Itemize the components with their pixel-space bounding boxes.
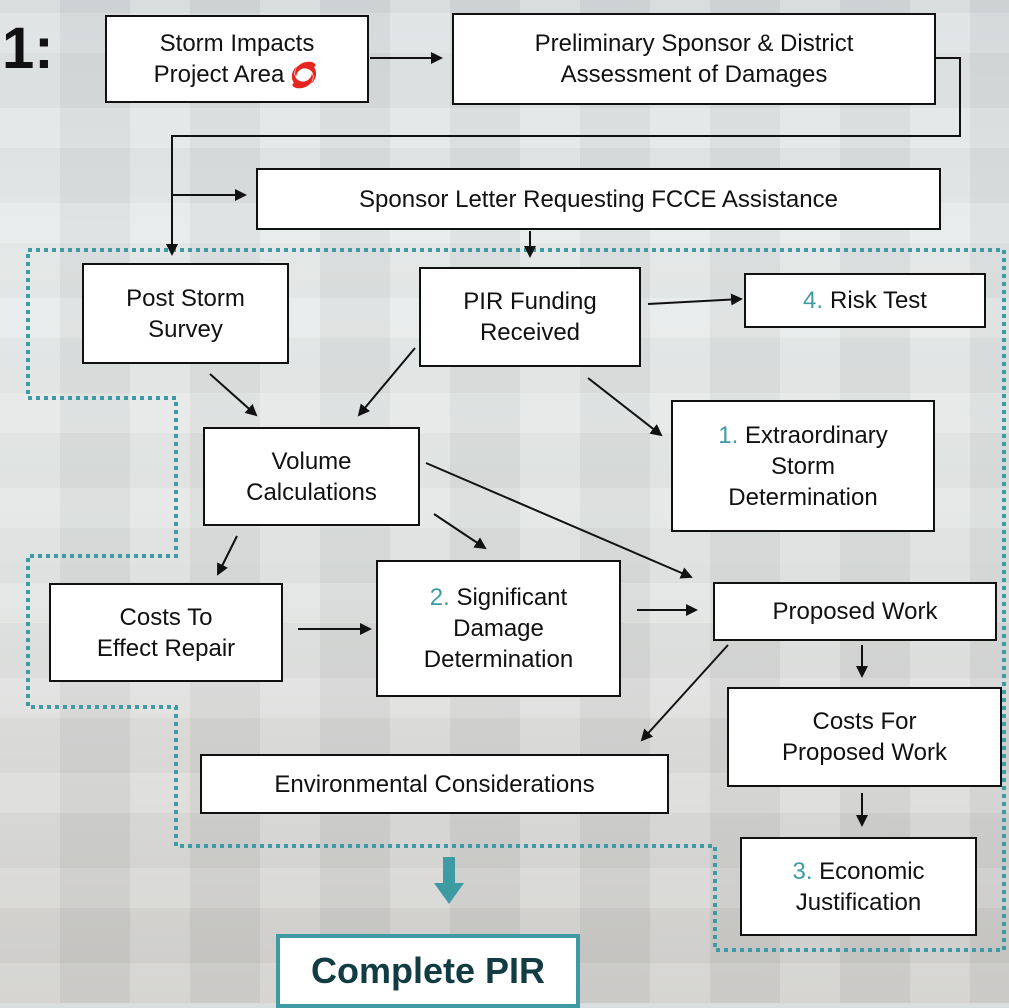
hurricane-icon bbox=[292, 61, 317, 88]
arrow-pir-to-extraordinary bbox=[587, 377, 663, 437]
arrow-pir-to-volume bbox=[357, 347, 416, 417]
arrow-volume-to-significant bbox=[433, 513, 487, 550]
node-preliminary-assessment: Preliminary Sponsor & District Assessmen… bbox=[452, 13, 936, 105]
arrow-proposed-to-environmental bbox=[640, 644, 729, 742]
node-significant-damage: 2. Significant Damage Determination bbox=[376, 560, 621, 697]
pir-funding-line1: PIR Funding bbox=[463, 288, 597, 315]
storm-impacts-line2-row: Project Area bbox=[154, 59, 321, 91]
arrow-volume-to-costs-repair bbox=[217, 535, 238, 576]
costs-repair-line1: Costs To bbox=[119, 603, 213, 631]
significant-line2: Damage bbox=[453, 615, 544, 642]
extraordinary-line1-row: 1. Extraordinary bbox=[718, 420, 887, 451]
node-sponsor-letter: Sponsor Letter Requesting FCCE Assistanc… bbox=[256, 168, 941, 230]
proposed-work-text: Proposed Work bbox=[772, 598, 938, 625]
complete-pir-label: Complete PIR bbox=[276, 934, 580, 1008]
significant-line3: Determination bbox=[423, 646, 574, 673]
storm-impacts-line2: Project Area bbox=[153, 61, 285, 88]
connector-preliminary-to-post-storm bbox=[166, 57, 961, 256]
volume-line2: Calculations bbox=[246, 478, 377, 506]
costs-repair-line2: Effect Repair bbox=[96, 634, 236, 662]
significant-line1: Significant bbox=[456, 584, 568, 611]
node-volume-calculations: Volume Calculations bbox=[203, 427, 420, 526]
process-boundary-dotted bbox=[26, 248, 1006, 952]
volume-line1: Volume bbox=[271, 447, 352, 475]
node-costs-to-effect-repair: Costs To Effect Repair bbox=[49, 583, 283, 682]
arrow-pir-to-risk bbox=[647, 293, 743, 306]
preliminary-line2: Assessment of Damages bbox=[560, 61, 828, 88]
node-economic-justification: 3. Economic Justification bbox=[740, 837, 977, 936]
economic-line1-row: 3. Economic bbox=[792, 856, 924, 887]
economic-line2: Justification bbox=[795, 888, 922, 916]
pir-funding-line2: Received bbox=[479, 319, 581, 346]
down-arrow-icon bbox=[434, 857, 464, 904]
extraordinary-number: 1. bbox=[718, 421, 739, 449]
extraordinary-line1: Extraordinary bbox=[744, 421, 888, 449]
significant-line1-row: 2. Significant bbox=[430, 582, 567, 613]
risk-test-text: Risk Test bbox=[830, 287, 927, 314]
storm-impacts-line1: Storm Impacts bbox=[159, 29, 315, 57]
economic-number: 3. bbox=[792, 857, 813, 885]
step-number: 1: bbox=[2, 16, 54, 81]
arrow-volume-to-proposed bbox=[425, 462, 693, 579]
node-pir-funding: PIR Funding Received bbox=[419, 267, 641, 367]
arrow-post-to-volume bbox=[209, 373, 258, 417]
node-risk-test: 4. Risk Test bbox=[744, 273, 986, 328]
economic-line1: Economic bbox=[819, 857, 925, 885]
node-extraordinary-storm: 1. Extraordinary Storm Determination bbox=[671, 400, 935, 532]
node-proposed-work: Proposed Work bbox=[713, 582, 997, 641]
sponsor-letter-text: Sponsor Letter Requesting FCCE Assistanc… bbox=[359, 185, 838, 213]
extraordinary-line2: Storm bbox=[770, 452, 835, 480]
costs-proposed-line2: Proposed Work bbox=[782, 739, 947, 766]
extraordinary-line3: Determination bbox=[728, 483, 878, 511]
preliminary-line1: Preliminary Sponsor & District bbox=[534, 30, 854, 57]
post-storm-line2: Survey bbox=[148, 315, 223, 343]
node-post-storm-survey: Post Storm Survey bbox=[82, 263, 289, 364]
significant-number: 2. bbox=[429, 584, 450, 611]
node-storm-impacts: Storm Impacts Project Area bbox=[105, 15, 369, 103]
node-costs-for-proposed-work: Costs For Proposed Work bbox=[727, 687, 1002, 787]
risk-test-number: 4. bbox=[803, 287, 824, 314]
costs-proposed-line1: Costs For bbox=[812, 708, 917, 735]
node-environmental-considerations: Environmental Considerations bbox=[200, 754, 669, 814]
post-storm-line1: Post Storm bbox=[126, 284, 245, 312]
environmental-text: Environmental Considerations bbox=[274, 770, 595, 798]
